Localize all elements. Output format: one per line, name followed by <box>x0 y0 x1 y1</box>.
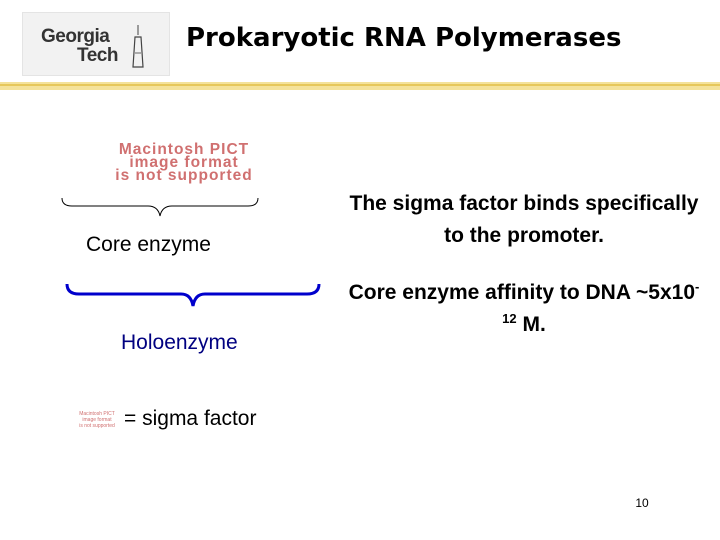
pict-placeholder-image: Macintosh PICT image format is not suppo… <box>58 141 310 184</box>
core-enzyme-label: Core enzyme <box>86 233 211 256</box>
affinity-suffix: M. <box>516 313 546 336</box>
sigma-factor-label: = sigma factor <box>124 407 257 430</box>
pict-line: image format <box>82 417 112 423</box>
pict-line: is not supported <box>79 423 115 429</box>
page-title: Prokaryotic RNA Polymerases <box>186 23 622 53</box>
holo-brace <box>65 283 321 307</box>
logo-wordmark: Georgia Tech <box>41 27 118 65</box>
pict-line: Macintosh PICT <box>118 141 250 158</box>
core-brace <box>61 197 259 217</box>
pict-line: is not supported <box>115 167 253 184</box>
logo-line-1: Georgia <box>41 26 110 47</box>
sigma-pict-placeholder: Macintosh PICT image format is not suppo… <box>72 411 122 429</box>
affinity-prefix: Core enzyme affinity to DNA ~5x10 <box>348 281 696 304</box>
affinity-exponent: -12 <box>502 279 700 326</box>
header-divider <box>0 82 720 90</box>
sigma-binding-text: The sigma factor binds specifically to t… <box>349 192 699 247</box>
page-number: 10 <box>635 496 649 510</box>
tower-icon <box>132 25 144 68</box>
holoenzyme-label: Holoenzyme <box>121 331 238 354</box>
logo-line-2: Tech <box>77 45 118 66</box>
affinity-text: Core enzyme affinity to DNA ~5x10-12 M. <box>348 277 700 341</box>
pict-line: image format <box>129 154 239 171</box>
header-divider-line <box>0 84 720 86</box>
pict-line: Macintosh PICT <box>79 411 115 417</box>
logo: Georgia Tech <box>22 12 170 76</box>
